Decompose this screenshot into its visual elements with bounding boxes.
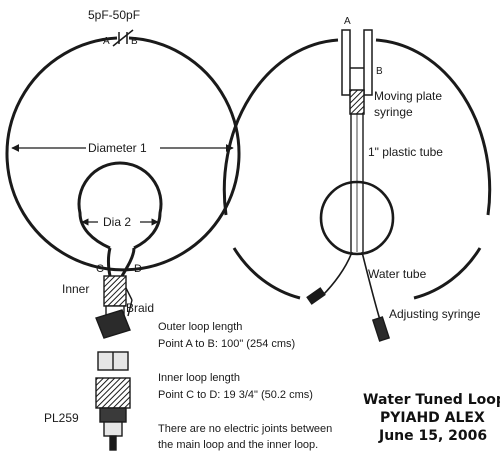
dia2-label: Dia 2 (103, 215, 131, 229)
inner-loop-title: Inner loop length (158, 372, 240, 384)
side-loop-arcs (222, 38, 492, 300)
main-loop (5, 36, 241, 272)
dia2-arrow (81, 213, 159, 230)
outer-loop-value: Point A to B: 100" (254 cms) (158, 338, 295, 350)
plastic-tube (350, 114, 364, 252)
water-tube (321, 251, 381, 321)
diameter1-label: Diameter 1 (88, 141, 147, 155)
plastic-tube-label: 1" plastic tube (368, 145, 443, 159)
joints-note-line1: There are no electric joints between (158, 423, 332, 435)
moving-plate-label-2: syringe (374, 105, 413, 119)
water-tube-label: Water tube (368, 267, 427, 281)
inner-loop-value: Point C to D: 19 3/4" (50.2 cms) (158, 389, 313, 401)
adjusting-syringe (371, 316, 391, 342)
diameter1-arrow (11, 139, 234, 156)
title-line1: Water Tuned Loop (363, 392, 500, 408)
inner-label: Inner (62, 282, 89, 296)
left-b-label: B (131, 36, 138, 47)
right-b-label: B (376, 66, 383, 77)
adjusting-syringe-label: Adjusting syringe (389, 307, 481, 321)
pl259-label: PL259 (44, 411, 79, 425)
outer-loop-title: Outer loop length (158, 321, 242, 333)
capacitor-label: 5pF-50pF (88, 8, 140, 22)
coax-plug-right (306, 287, 326, 305)
moving-plate-label-1: Moving plate (374, 89, 442, 103)
capacitor-symbol (112, 29, 134, 47)
title-line2: PYIAHD ALEX (380, 410, 485, 426)
left-a-label: A (103, 36, 110, 47)
braid-label: Braid (126, 301, 154, 315)
pl259-connector (95, 309, 131, 451)
d-label: D (134, 263, 142, 275)
inner-loop (77, 161, 163, 277)
joints-note-line2: the main loop and the inner loop. (158, 439, 318, 451)
right-a-label: A (344, 16, 351, 27)
coax-cable (103, 275, 133, 317)
c-label: C (96, 263, 104, 275)
title-line3: June 15, 2006 (378, 428, 487, 444)
moving-plate-syringe (341, 29, 373, 115)
